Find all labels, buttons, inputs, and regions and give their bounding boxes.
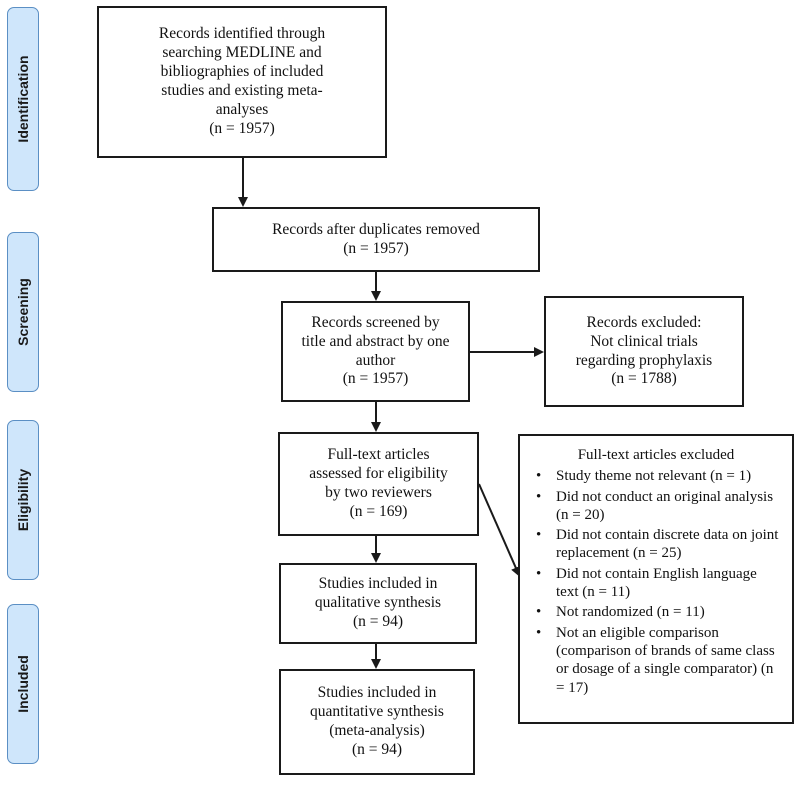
exclusion-reason: Did not contain discrete data on joint r… [530,526,782,563]
box-line: Records excluded: [586,313,702,331]
record-count: (n = 169) [349,502,408,520]
box-line: Not clinical trials [590,332,698,350]
box-line: bibliographies of included [160,63,324,81]
records-after-duplicates-box: Records after duplicates removed (n = 19… [212,207,540,272]
fulltext-assessed-box: Full-text articles assessed for eligibil… [278,432,479,536]
exclusion-reason: Did not conduct an original analysis (n … [530,488,782,525]
phase-eligibility-label: Eligibility [15,468,31,532]
box-line: author [355,351,396,369]
record-count: (n = 1957) [343,239,409,257]
record-count: (n = 1957) [209,119,275,137]
box-line: Records after duplicates removed [272,220,480,238]
exclusion-reason: Not randomized (n = 11) [530,603,782,622]
phase-screening: Screening [7,232,39,392]
box-line: regarding prophylaxis [575,351,713,369]
records-screened-box: Records screened by title and abstract b… [281,301,470,402]
fulltext-excluded-box: Full-text articles excluded Study theme … [518,434,794,724]
exclusion-reason: Study theme not relevant (n = 1) [530,467,782,486]
box-line: studies and existing meta- [161,82,323,99]
box-line: title and abstract by one [301,332,450,350]
box-line: Records screened by [311,313,440,331]
phase-identification: Identification [7,7,39,191]
record-count: (n = 94) [352,612,404,630]
box-line: Studies included in [317,684,437,702]
box-line: searching MEDLINE and [162,44,322,62]
record-count: (n = 1957) [342,370,409,388]
box-line: Studies included in [318,575,438,593]
records-identified-box: Records identified through searching MED… [97,6,387,158]
box-line: Full-text articles [327,446,430,464]
quantitative-synthesis-box: Studies included in quantitative synthes… [279,669,475,775]
arrow-fulltext-to-excluded [478,483,521,577]
records-excluded-box: Records excluded: Not clinical trials re… [544,296,744,407]
fulltext-excluded-title: Full-text articles excluded [577,447,735,463]
box-line: by two reviewers [325,484,432,501]
record-count: (n = 94) [351,740,403,758]
record-count: (n = 1788) [611,370,677,388]
phase-included: Included [7,604,39,764]
phase-identification-label: Identification [15,55,31,143]
box-line: analyses [215,100,269,118]
exclusion-reason: Not an eligible comparison (comparison o… [530,624,782,697]
box-line: Records identified through [158,25,326,43]
phase-screening-label: Screening [15,278,31,346]
box-line: quantitative synthesis [310,703,444,721]
phase-included-label: Included [15,655,31,713]
qualitative-synthesis-box: Studies included in qualitative synthesi… [279,563,477,644]
box-line: qualitative synthesis [314,594,442,612]
phase-eligibility: Eligibility [7,420,39,580]
box-line: (meta-analysis) [329,722,425,739]
exclusion-reason: Did not contain English language text (n… [530,565,782,602]
box-line: assessed for eligibility [309,465,448,483]
exclusion-reasons-list: Study theme not relevant (n = 1) Did not… [530,467,782,697]
